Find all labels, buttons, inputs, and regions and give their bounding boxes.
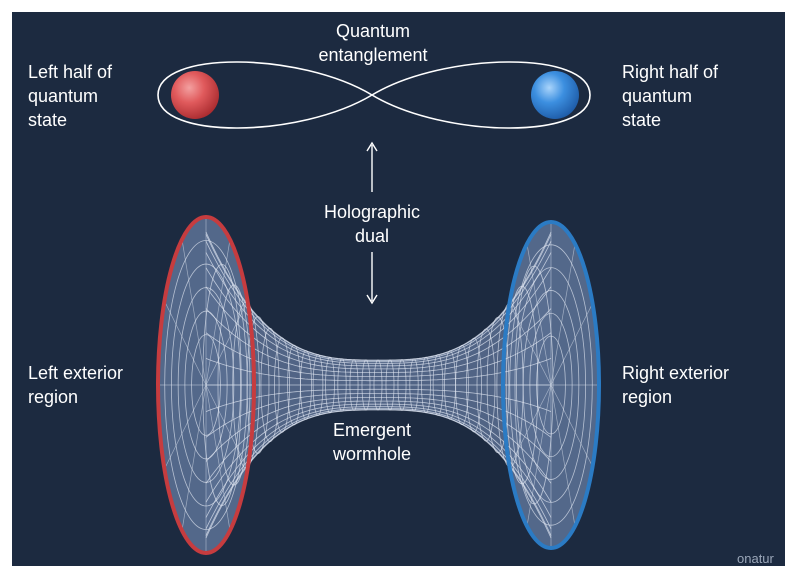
arrow-down-icon <box>366 252 378 305</box>
label-quantum-entanglement: Quantum entanglement <box>318 21 428 65</box>
label-holographic-dual: Holographic dual <box>323 202 421 246</box>
label-right-half-quantum-state: Right half of quantum state <box>622 62 719 130</box>
entanglement-loop <box>157 61 591 129</box>
wormhole-surface <box>156 215 601 555</box>
arrow-up-icon <box>366 141 378 192</box>
publisher-credit: onatur <box>737 551 774 566</box>
label-emergent-wormhole: Emergent wormhole <box>332 420 412 464</box>
label-left-half-quantum-state: Left half of quantum state <box>28 62 113 130</box>
blue-sphere-icon <box>531 71 579 119</box>
background-panel <box>12 12 785 566</box>
label-left-exterior-region: Left exterior region <box>28 363 124 407</box>
red-sphere-icon <box>171 71 219 119</box>
label-right-exterior-region: Right exterior region <box>622 363 730 407</box>
